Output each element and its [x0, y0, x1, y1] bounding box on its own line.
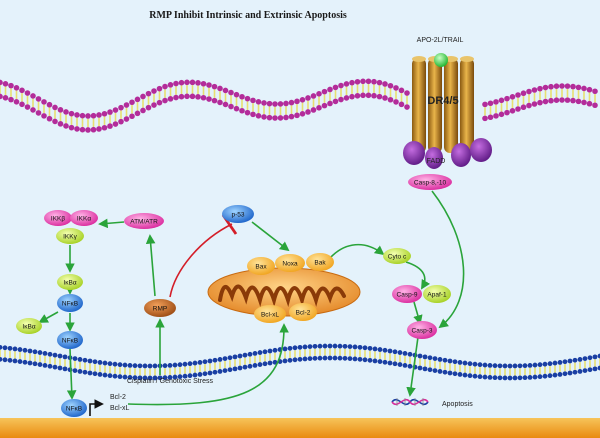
casp-8-10-label: Casp-8,-10 — [414, 180, 447, 187]
bax-node — [247, 257, 275, 275]
ikba-free-node — [16, 318, 42, 334]
trail-ligand — [434, 53, 448, 67]
nfkb-2-node — [57, 331, 83, 349]
cytoc-node — [383, 248, 411, 264]
bak-node — [306, 253, 334, 271]
noxa-node — [275, 254, 305, 272]
stress-label: Cisplatin / Genotoxic Stress — [127, 378, 213, 385]
bak-label: Bak — [314, 260, 326, 267]
casp3-node — [407, 321, 437, 339]
noxa-label: Noxa — [282, 261, 298, 268]
nfkb-label: NFκB — [62, 301, 78, 308]
ikkb-node — [44, 210, 72, 226]
diagram-title: RMP Inhibit Intrinsic and Extrinsic Apop… — [149, 10, 347, 21]
bcl2-node — [289, 303, 317, 321]
ikka-node — [70, 210, 98, 226]
nfkb-2-label: NFκB — [62, 338, 78, 345]
bclxl-node — [254, 305, 286, 323]
bcl2-label: Bcl-2 — [296, 310, 311, 317]
ikkg-label: IKKγ — [63, 234, 77, 241]
floor-band — [0, 418, 600, 438]
rmp-label: RMP — [153, 306, 167, 313]
fadd-label: FADD — [427, 158, 446, 165]
nfkb-nuclear-label: NFκB — [66, 406, 82, 413]
nfkb-nuclear-node — [61, 399, 87, 417]
apaf1-label: Apaf-1 — [427, 292, 447, 299]
ikka-label: IKKα — [77, 216, 91, 223]
apoptosis-label: Apoptosis — [442, 401, 473, 408]
gene-target-bcl2: Bcl-2 — [110, 394, 126, 401]
nfkb-pathway: IKKβ IKKα IKKγ ATM/ATR IκBα NFκB IκBα NF… — [16, 210, 164, 417]
ikba-free-label: IκBα — [22, 324, 35, 331]
pathway-edges — [38, 190, 465, 416]
ligand-label: APO-2L/TRAIL — [417, 37, 464, 44]
casp9-node — [392, 285, 422, 303]
nfkb-node — [57, 294, 83, 312]
dna-icon — [391, 398, 429, 406]
plasma-membrane — [0, 78, 598, 133]
ikba-label: IκBα — [63, 280, 76, 287]
casp-8-10-node — [408, 174, 452, 190]
apaf1-node — [423, 285, 451, 303]
bax-label: Bax — [255, 264, 267, 271]
atm-atr-node — [124, 213, 164, 229]
mitochondrion: Bax Noxa Bak Bcl-xL Bcl-2 — [207, 253, 361, 323]
receptor-label: DR4/5 — [427, 95, 458, 107]
p53-label: p-53 — [231, 212, 244, 219]
p53-node — [222, 205, 254, 223]
rmp-node — [144, 299, 176, 317]
cytoc-label: Cyto c — [388, 254, 407, 261]
ikkb-label: IKKβ — [51, 216, 65, 223]
apoptosome: Cyto c Casp-9 Apaf-1 Casp-3 — [383, 248, 451, 339]
ikba-node — [57, 274, 83, 290]
casp9-label: Casp-9 — [397, 292, 418, 299]
gene-target-bclxl: Bcl-xL — [110, 405, 130, 412]
ikkg-node — [56, 228, 84, 244]
nuclear-membrane — [0, 343, 600, 381]
bclxl-label: Bcl-xL — [261, 312, 279, 319]
casp3-label: Casp-3 — [412, 328, 433, 335]
atm-atr-label: ATM/ATR — [130, 219, 158, 226]
death-receptor-complex: APO-2L/TRAIL DR4/5 FADD Casp-8,-10 — [403, 37, 492, 190]
